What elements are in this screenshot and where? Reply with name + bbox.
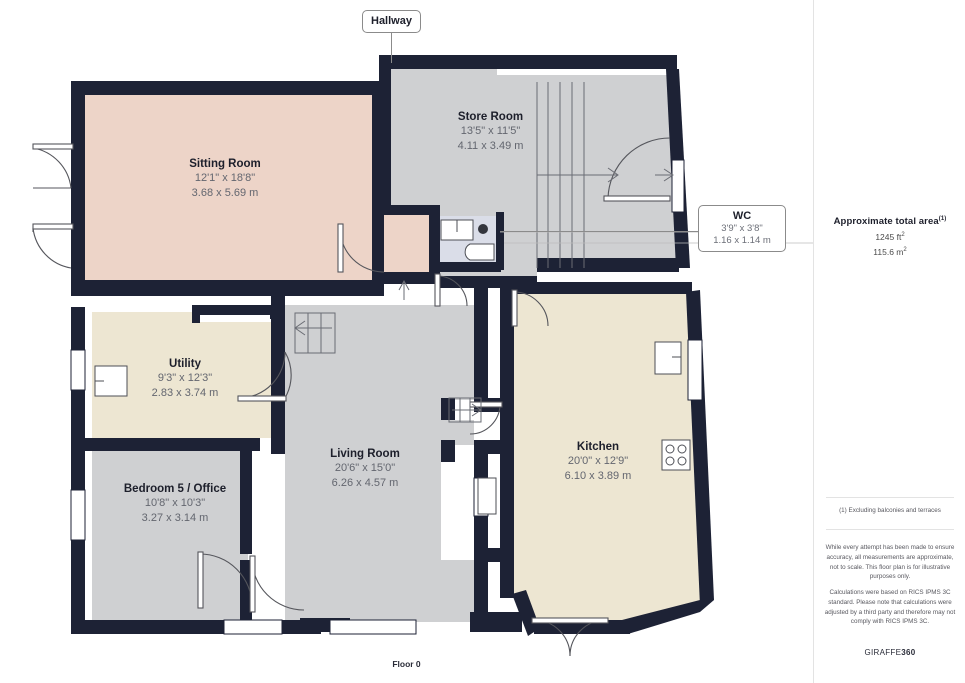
doors <box>32 137 671 657</box>
panel-disclaimer-rics: Calculations were based on RICS IPMS 3C … <box>824 589 956 626</box>
room-label-utility: Utility 9'3" x 12'3" 2.83 x 3.74 m <box>85 357 285 400</box>
room-label-sitting-room: Sitting Room 12'1" x 18'8" 3.68 x 5.69 m <box>115 157 335 200</box>
info-panel: Approximate total area(1) 1245 ft2 115.6… <box>813 0 965 683</box>
room-dim-imperial: 10'8" x 10'3" <box>144 497 206 510</box>
sitting-room-fill <box>85 88 372 280</box>
giraffe360-logo: GIRAFFE360 <box>814 648 965 657</box>
room-dim-metric: 3.68 x 5.69 m <box>191 186 259 199</box>
room-dim-imperial: 13'5" x 11'5" <box>460 125 521 138</box>
total-area-title: Approximate total area(1) <box>814 216 965 227</box>
callout-dim-imperial: 3'9" x 3'8" <box>721 222 763 234</box>
logo-prefix: GIRAFFE <box>864 648 902 657</box>
callout-dim-metric: 1.16 x 1.14 m <box>713 234 771 246</box>
room-dim-metric: 6.26 x 4.57 m <box>331 476 399 489</box>
total-area-sqm-value: 115.6 m <box>873 247 904 258</box>
total-area-superscript: (1) <box>938 216 947 222</box>
panel-divider-top <box>826 497 954 498</box>
wc-callout-leader <box>500 231 698 232</box>
room-name: Utility <box>169 358 201 370</box>
panel-footnote: (1) Excluding balconies and terraces <box>839 507 941 514</box>
room-label-kitchen: Kitchen 20'0" x 12'9" 6.10 x 3.89 m <box>508 440 688 483</box>
room-name: Bedroom 5 / Office <box>123 483 227 495</box>
store-room-fill <box>390 62 678 265</box>
floor-plan-drawing <box>32 55 813 657</box>
room-label-living-room: Living Room 20'6" x 15'0" 6.26 x 4.57 m <box>265 447 465 490</box>
room-dim-imperial: 20'6" x 15'0" <box>334 462 396 475</box>
room-dim-imperial: 9'3" x 12'3" <box>157 372 213 385</box>
total-area-title-text: Approximate total area <box>833 216 939 228</box>
stairs <box>294 82 674 423</box>
room-label-store-room: Store Room 13'5" x 11'5" 4.11 x 3.49 m <box>393 110 588 153</box>
total-area-sqm-exponent: 2 <box>903 247 907 254</box>
total-area-sqft: 1245 ft2 <box>814 232 965 242</box>
callout-wc: WC 3'9" x 3'8" 1.16 x 1.14 m <box>698 205 786 253</box>
room-dim-imperial: 12'1" x 18'8" <box>194 172 256 185</box>
callout-name: WC <box>732 210 752 222</box>
room-dim-metric: 6.10 x 3.89 m <box>564 469 632 482</box>
total-area-sqft-value: 1245 ft <box>875 232 902 243</box>
panel-disclaimer-accuracy: While every attempt has been made to ens… <box>825 544 955 581</box>
hall-pink-fill <box>384 212 437 282</box>
total-area-block: Approximate total area(1) 1245 ft2 115.6… <box>814 216 965 257</box>
room-name: Living Room <box>330 448 400 460</box>
room-dim-metric: 2.83 x 3.74 m <box>151 386 219 399</box>
room-dim-metric: 4.11 x 3.49 m <box>457 139 524 152</box>
living-room-fill <box>285 305 474 622</box>
kitchen-fill <box>512 292 702 628</box>
room-dim-imperial: 20'0" x 12'9" <box>567 455 629 468</box>
floor-caption: Floor 0 <box>392 659 421 669</box>
fixtures <box>94 219 691 515</box>
logo-suffix: 360 <box>901 648 916 657</box>
total-area-sqft-exponent: 2 <box>901 232 905 239</box>
hallway-callout-leader <box>391 33 392 63</box>
callout-name: Hallway <box>371 15 412 27</box>
room-name: Kitchen <box>576 441 620 453</box>
room-name: Sitting Room <box>189 158 261 170</box>
room-label-bedroom-5-office: Bedroom 5 / Office 10'8" x 10'3" 3.27 x … <box>75 482 275 525</box>
room-dim-metric: 3.27 x 3.14 m <box>141 511 209 524</box>
callout-hallway: Hallway <box>362 10 421 33</box>
bedroom5-fill <box>92 450 248 625</box>
utility-fill <box>92 312 278 438</box>
total-area-sqm: 115.6 m2 <box>814 247 965 257</box>
room-name: Store Room <box>457 111 524 123</box>
panel-divider-bottom <box>826 529 954 530</box>
